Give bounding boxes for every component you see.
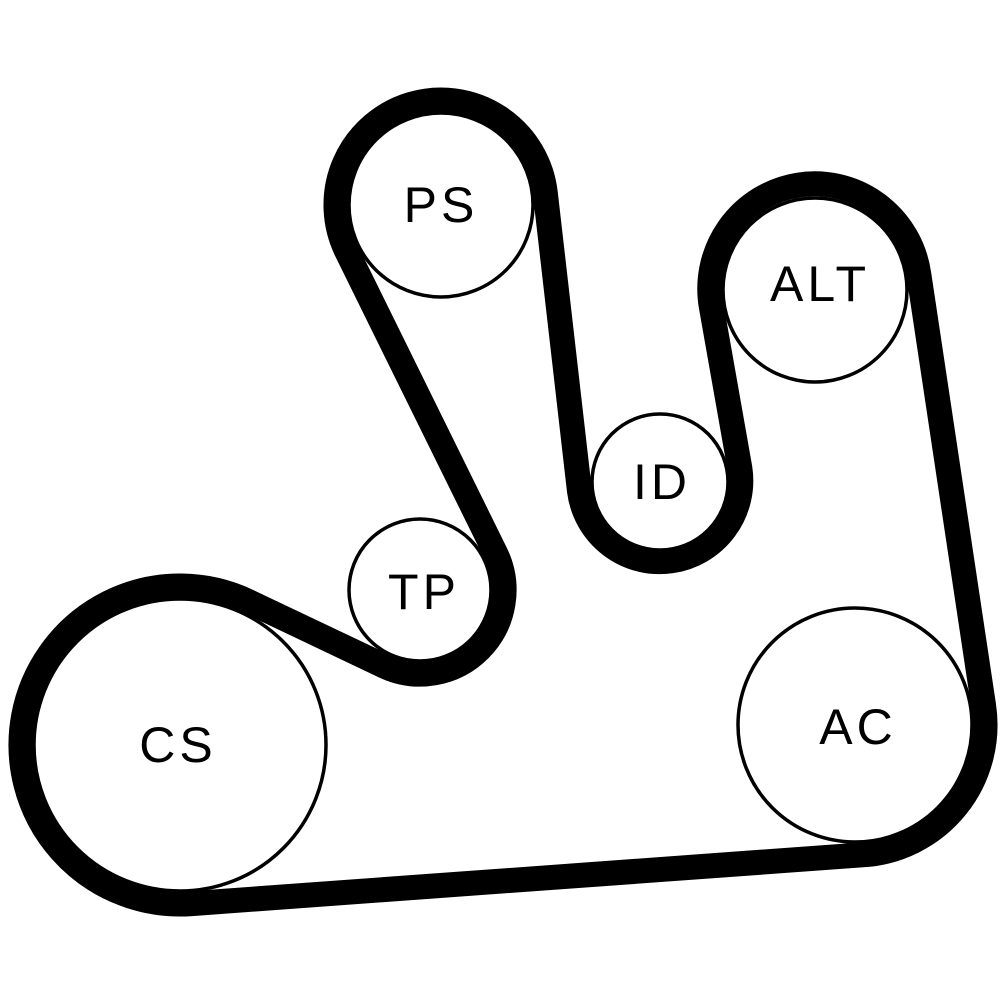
pulley-id: ID	[590, 412, 730, 552]
pulley-cs-label: CS	[139, 717, 216, 773]
drive-belt	[8, 87, 998, 917]
pulley-tp: TP	[347, 517, 493, 663]
pulley-ps-label: PS	[404, 177, 479, 233]
pulley-alt-label: ALT	[770, 256, 870, 312]
pulley-ac-label: AC	[819, 699, 896, 755]
pulley-ac-circle	[736, 606, 974, 844]
pulley-tp-label: TP	[388, 564, 460, 620]
pulley-ps-circle	[347, 111, 535, 299]
pulley-alt: ALT	[721, 196, 909, 384]
pulley-ps: PS	[347, 111, 535, 299]
pulley-cs-circle	[32, 597, 328, 893]
pulley-cs: CS	[32, 597, 328, 893]
pulley-id-label: ID	[633, 454, 691, 510]
pulley-ac: AC	[736, 606, 974, 844]
pulley-id-circle	[590, 412, 730, 552]
pulley-alt-circle	[721, 196, 909, 384]
pulley-tp-circle	[347, 517, 493, 663]
